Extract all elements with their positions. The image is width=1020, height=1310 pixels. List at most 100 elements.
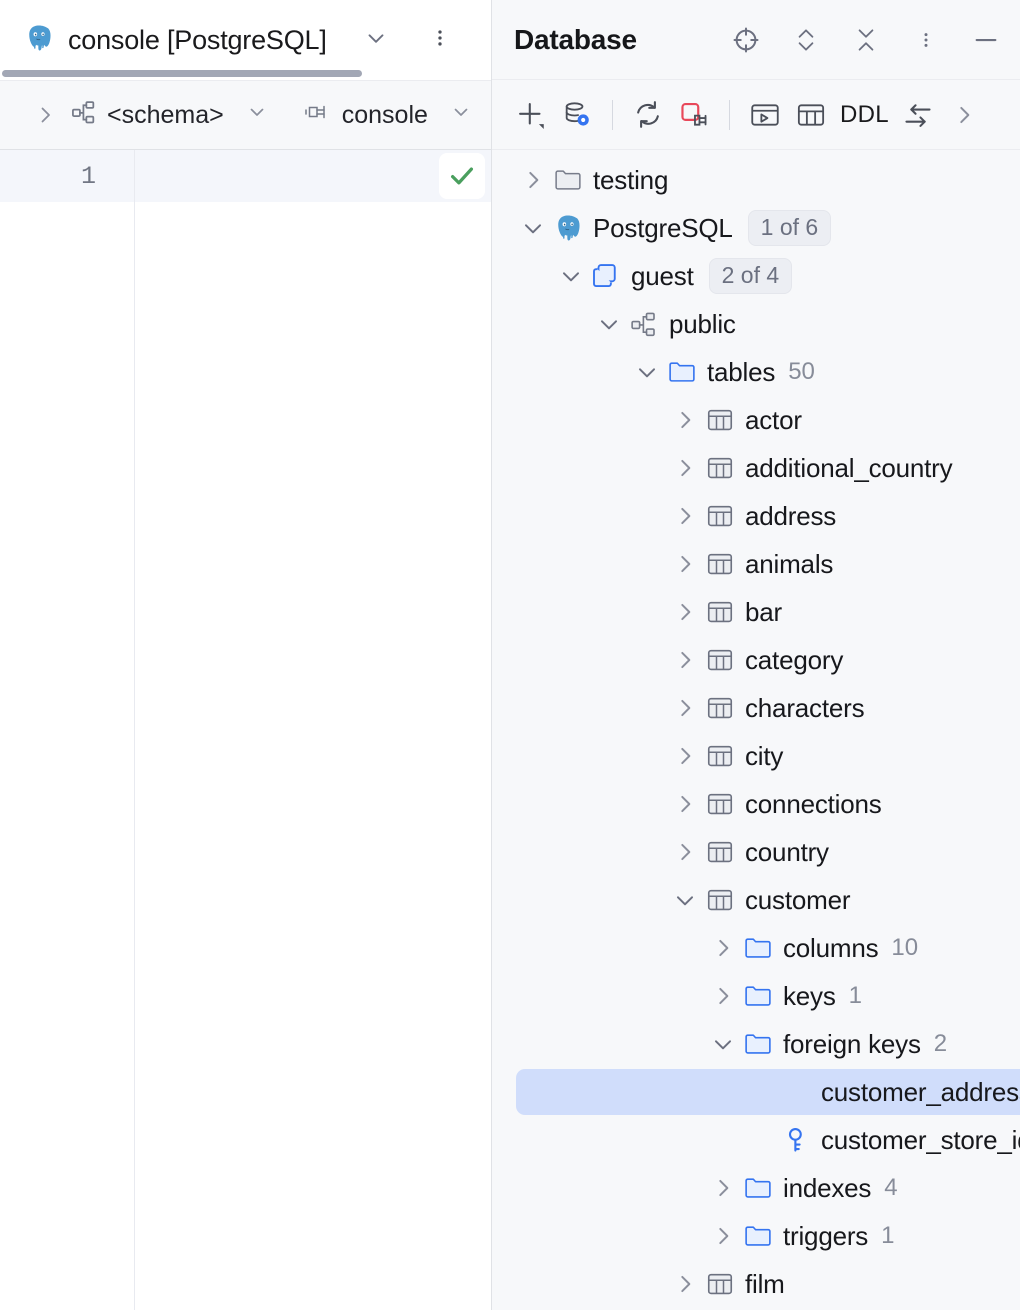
tree-node-label: customer_address_id_fkey — [821, 1076, 1020, 1107]
breadcrumb-connection-selector[interactable]: console — [303, 98, 473, 133]
tree-row[interactable]: bar — [492, 588, 1020, 636]
tree-row[interactable]: customer — [492, 876, 1020, 924]
chevron-right-icon[interactable] — [668, 551, 702, 577]
chevron-right-icon[interactable] — [706, 935, 740, 961]
database-toolbar: DDL — [492, 80, 1020, 150]
chevron-right-icon[interactable] — [516, 167, 550, 193]
tree-row[interactable]: animals — [492, 540, 1020, 588]
chevron-down-icon[interactable] — [449, 100, 473, 131]
chevron-down-icon[interactable] — [554, 263, 588, 289]
chevron-right-icon[interactable] — [668, 599, 702, 625]
chevron-down-icon[interactable] — [363, 25, 389, 56]
chevron-down-icon[interactable] — [516, 215, 550, 241]
refresh-icon[interactable] — [625, 92, 671, 138]
more-options-icon[interactable] — [910, 24, 942, 56]
chevron-down-icon[interactable] — [706, 1031, 740, 1057]
connection-plug-icon — [303, 98, 333, 133]
tree-node-count: 4 — [884, 1174, 898, 1201]
table-icon — [702, 837, 738, 867]
tree-node-label: customer — [745, 884, 851, 915]
collapse-all-icon[interactable] — [850, 24, 882, 56]
open-table-editor-icon[interactable] — [788, 92, 834, 138]
editor-tab-console[interactable]: console [PostgreSQL] — [24, 23, 451, 58]
editor-gutter[interactable]: 1 — [0, 150, 135, 1310]
tree-row[interactable]: film — [492, 1260, 1020, 1308]
chevron-right-icon[interactable] — [20, 103, 70, 127]
chevron-right-icon[interactable] — [668, 503, 702, 529]
tree-row[interactable]: guest 2 of 4 — [492, 252, 1020, 300]
minimize-icon[interactable] — [970, 24, 1002, 56]
chevron-right-icon[interactable] — [668, 647, 702, 673]
add-new-icon[interactable] — [508, 92, 554, 138]
chevron-right-icon[interactable] — [668, 695, 702, 721]
tree-node-label: guest — [631, 260, 694, 291]
chevron-down-icon[interactable] — [592, 311, 626, 337]
chevron-right-icon[interactable] — [668, 407, 702, 433]
tree-node-count: 50 — [788, 358, 815, 385]
breadcrumb-schema-selector[interactable]: <schema> — [70, 98, 269, 133]
code-editor-area[interactable] — [135, 150, 491, 1310]
tree-node-label: characters — [745, 692, 865, 723]
tree-node-label: columns — [783, 932, 879, 963]
chevron-down-icon[interactable] — [668, 887, 702, 913]
tree-node-label: testing — [593, 164, 669, 195]
tree-row[interactable]: columns 10 — [492, 924, 1020, 972]
chevron-right-icon[interactable] — [706, 983, 740, 1009]
data-transfer-icon[interactable] — [895, 92, 941, 138]
expand-all-icon[interactable] — [790, 24, 822, 56]
current-line-highlight — [135, 150, 491, 202]
schema-icon — [626, 309, 662, 339]
folder-blue-icon — [740, 933, 776, 963]
more-options-icon[interactable] — [429, 25, 451, 56]
chevron-down-icon[interactable] — [630, 359, 664, 385]
green-check-icon[interactable] — [439, 153, 485, 199]
table-icon — [702, 549, 738, 579]
folder-grey-icon — [550, 165, 586, 195]
tree-row[interactable]: category — [492, 636, 1020, 684]
tree-row[interactable]: connections — [492, 780, 1020, 828]
editor-breadcrumb-bar: <schema> console — [0, 80, 491, 150]
ddl-button[interactable]: DDL — [840, 100, 889, 128]
tree-row[interactable]: customer_store_id_fkey — [492, 1116, 1020, 1164]
tree-row[interactable]: actor — [492, 396, 1020, 444]
open-console-icon[interactable] — [742, 92, 788, 138]
tree-node-label: customer_store_id_fkey — [821, 1124, 1020, 1155]
tree-row[interactable]: characters — [492, 684, 1020, 732]
chevron-right-icon[interactable] — [668, 1271, 702, 1297]
toolbar-overflow-icon[interactable] — [941, 92, 987, 138]
chevron-right-icon[interactable] — [668, 743, 702, 769]
tree-row[interactable]: additional_country — [492, 444, 1020, 492]
table-icon — [702, 453, 738, 483]
database-panel-header: Database — [492, 0, 1020, 80]
locate-icon[interactable] — [730, 24, 762, 56]
disconnect-icon[interactable] — [671, 92, 717, 138]
table-icon — [702, 597, 738, 627]
postgresql-elephant-icon — [24, 23, 54, 58]
status-badge: 2 of 4 — [708, 258, 793, 294]
tree-node-label: country — [745, 836, 829, 867]
chevron-right-icon[interactable] — [706, 1223, 740, 1249]
tree-row[interactable]: testing — [492, 156, 1020, 204]
tree-row[interactable]: customer_address_id_fkey — [492, 1068, 1020, 1116]
tree-row[interactable]: city — [492, 732, 1020, 780]
tree-node-label: public — [669, 308, 736, 339]
tree-row[interactable]: public — [492, 300, 1020, 348]
tree-node-count: 10 — [891, 934, 919, 961]
folder-blue-icon — [740, 981, 776, 1011]
tree-node-label: city — [745, 740, 784, 771]
datasource-properties-icon[interactable] — [554, 92, 600, 138]
chevron-right-icon[interactable] — [668, 791, 702, 817]
chevron-right-icon[interactable] — [706, 1175, 740, 1201]
chevron-down-icon[interactable] — [245, 100, 269, 131]
tree-row[interactable]: country — [492, 828, 1020, 876]
chevron-right-icon[interactable] — [668, 455, 702, 481]
tree-row[interactable]: address — [492, 492, 1020, 540]
chevron-right-icon[interactable] — [668, 839, 702, 865]
